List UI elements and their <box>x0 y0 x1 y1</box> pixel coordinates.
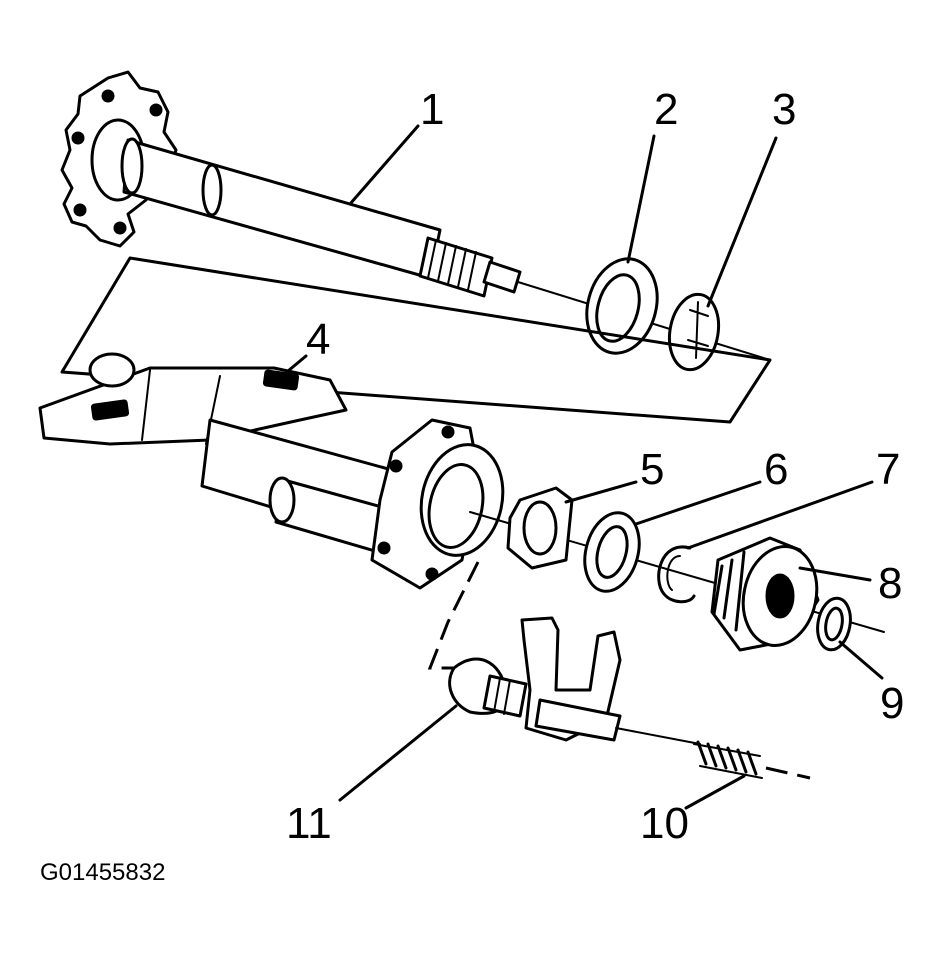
flange-hole <box>377 541 391 555</box>
callout-9: 9 <box>880 679 904 728</box>
shaft-step <box>201 163 223 217</box>
leader-lines <box>280 124 884 810</box>
leader-3 <box>706 136 778 308</box>
connector-line <box>427 561 480 670</box>
arm-body <box>38 366 348 446</box>
mounting-flange <box>370 418 505 590</box>
hub-grooves <box>712 550 746 632</box>
bolt-hole <box>149 103 163 117</box>
part-11-fork <box>448 616 701 745</box>
callout-6: 6 <box>764 445 788 494</box>
leader-5 <box>564 480 638 504</box>
part-2-seal <box>585 257 659 355</box>
leader-1 <box>348 124 420 206</box>
housing-outline-frame <box>60 256 772 424</box>
spring-axis <box>765 766 811 780</box>
part-9-ring <box>816 596 852 652</box>
arm-slot <box>262 369 300 391</box>
leader-6 <box>634 480 762 526</box>
bolt-hole <box>113 221 127 235</box>
callout-7: 7 <box>876 445 900 494</box>
leader-8 <box>798 566 872 582</box>
shaft-collar <box>120 137 144 195</box>
callout-4: 4 <box>306 315 330 364</box>
leader-4 <box>280 354 308 378</box>
part-5-thrust-washer <box>506 486 574 570</box>
spring-outline <box>693 743 763 779</box>
ring9-inner <box>824 606 844 642</box>
shaft-body <box>122 138 442 280</box>
leader-9 <box>838 640 884 680</box>
stub-end <box>268 476 296 524</box>
bolt-hole <box>71 131 85 145</box>
washer-inner <box>522 500 558 556</box>
callout-8: 8 <box>878 559 902 608</box>
collar-lines <box>493 677 511 715</box>
hub-center <box>765 573 795 619</box>
flange-bore-inner <box>427 463 485 549</box>
rod-axis <box>615 727 701 745</box>
leader-7 <box>686 480 874 550</box>
arm-pivot <box>88 352 136 388</box>
spring-coils <box>696 740 758 776</box>
cap-body <box>667 292 721 372</box>
seal-inner <box>595 273 641 343</box>
callout-3: 3 <box>772 85 796 134</box>
bolt-hole <box>73 203 87 217</box>
snap-ring-inner <box>666 555 681 591</box>
part-4-shift-arm <box>38 352 348 446</box>
flange-hole <box>425 567 439 581</box>
part-7-snap-ring <box>657 545 696 604</box>
leader-11 <box>338 704 458 802</box>
callout-11: 11 <box>286 799 332 848</box>
leader-10 <box>684 774 746 810</box>
arm-slot <box>90 399 130 421</box>
bolt-hole <box>101 89 115 103</box>
fork-rod <box>534 698 622 742</box>
shaft-pilot <box>482 260 522 294</box>
spline-lines <box>427 239 477 291</box>
callout-5: 5 <box>640 445 664 494</box>
callout-2: 2 <box>654 85 678 134</box>
part-8-hub <box>710 536 820 652</box>
flange-hole <box>441 425 455 439</box>
part-10-spring <box>693 740 811 780</box>
callout-1: 1 <box>420 85 444 134</box>
figure-reference: G01455832 <box>40 859 165 886</box>
leader-2 <box>626 134 656 264</box>
part-6-washer <box>583 511 641 593</box>
callout-10: 10 <box>640 799 689 848</box>
flange-hole <box>389 459 403 473</box>
washer6-inner <box>595 525 629 579</box>
snap-ring <box>657 545 696 604</box>
part-3-cap <box>667 292 721 372</box>
